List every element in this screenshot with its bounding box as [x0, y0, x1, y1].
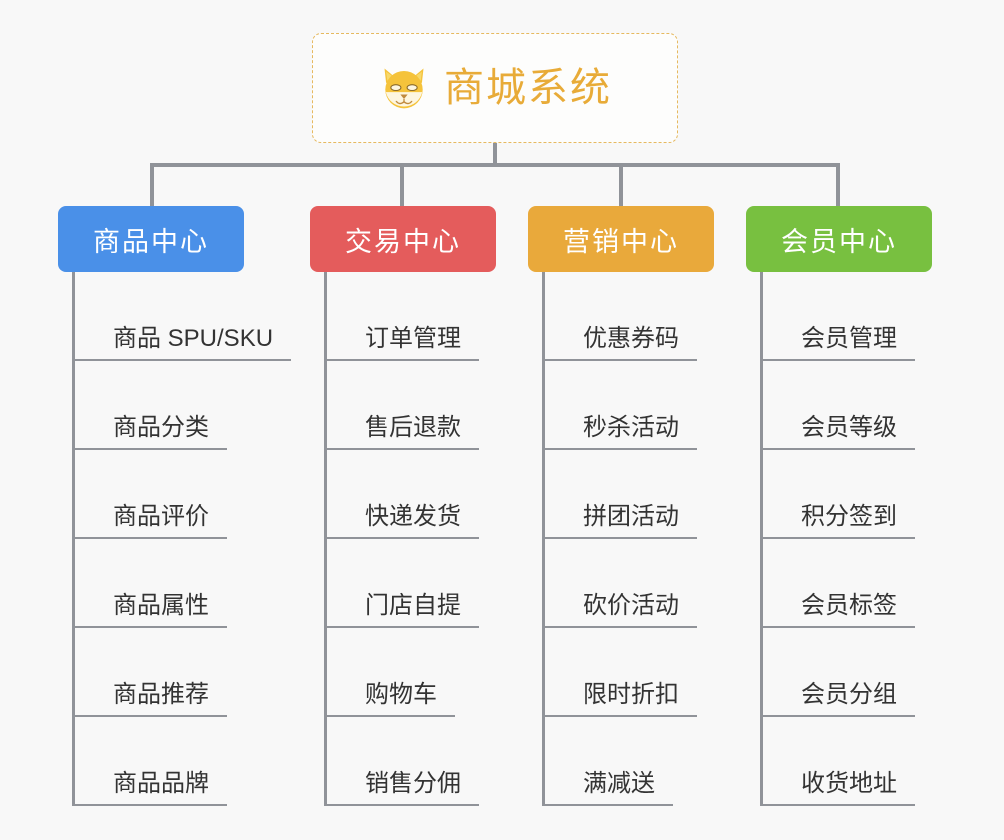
connector-root-stem — [493, 143, 497, 165]
sub-item[interactable]: 订单管理 — [327, 272, 526, 361]
sub-item[interactable]: 秒杀活动 — [545, 361, 744, 450]
sub-item[interactable]: 收货地址 — [763, 717, 962, 806]
sub-item-label: 收货地址 — [763, 770, 915, 806]
sub-item-label: 商品推荐 — [75, 681, 227, 717]
sub-item[interactable]: 商品 SPU/SKU — [75, 272, 292, 361]
sub-item[interactable]: 商品品牌 — [75, 717, 288, 806]
sub-item[interactable]: 售后退款 — [327, 361, 526, 450]
sub-item-label: 商品属性 — [75, 592, 227, 628]
sub-item-label: 拼团活动 — [545, 503, 697, 539]
sub-item[interactable]: 限时折扣 — [545, 628, 744, 717]
category-column-member: 会员中心 会员管理 会员等级 积分签到 会员标签 会员分组 收货地址 — [746, 206, 962, 806]
connector-drop-3 — [619, 163, 623, 206]
category-column-product: 商品中心 商品 SPU/SKU 商品分类 商品评价 商品属性 商品推荐 商品品牌 — [58, 206, 292, 806]
sub-item-label: 售后退款 — [327, 414, 479, 450]
sub-item[interactable]: 商品推荐 — [75, 628, 288, 717]
category-column-marketing: 营销中心 优惠券码 秒杀活动 拼团活动 砍价活动 限时折扣 满减送 — [528, 206, 744, 806]
sub-item-label: 订单管理 — [327, 325, 479, 361]
sub-item-list-trade: 订单管理 售后退款 快递发货 门店自提 购物车 销售分佣 — [324, 272, 526, 806]
category-header-label: 会员中心 — [781, 226, 897, 257]
connector-drop-2 — [400, 163, 404, 206]
sub-item[interactable]: 商品分类 — [75, 361, 288, 450]
sub-item-label: 会员标签 — [763, 592, 915, 628]
category-header-trade[interactable]: 交易中心 — [310, 206, 496, 272]
sub-item[interactable]: 会员标签 — [763, 539, 962, 628]
category-header-marketing[interactable]: 营销中心 — [528, 206, 714, 272]
category-header-label: 交易中心 — [345, 226, 461, 257]
sub-item[interactable]: 砍价活动 — [545, 539, 744, 628]
sub-item-label: 门店自提 — [327, 592, 479, 628]
sub-item[interactable]: 满减送 — [545, 717, 744, 806]
sub-item[interactable]: 会员等级 — [763, 361, 962, 450]
sub-item-label: 砍价活动 — [545, 592, 697, 628]
sub-item-label: 购物车 — [327, 681, 455, 717]
sub-item[interactable]: 拼团活动 — [545, 450, 744, 539]
sub-item-label: 会员分组 — [763, 681, 915, 717]
shiba-dog-icon — [384, 68, 424, 109]
connector-horizontal-bus — [150, 163, 840, 167]
sub-item-label: 优惠券码 — [545, 325, 697, 361]
sub-item-label: 商品品牌 — [75, 770, 227, 806]
sub-item-label: 商品评价 — [75, 503, 227, 539]
sub-item[interactable]: 会员管理 — [763, 272, 962, 361]
root-title: 商城系统 — [444, 66, 612, 110]
sub-item[interactable]: 积分签到 — [763, 450, 962, 539]
root-node[interactable]: 商城系统 — [312, 33, 678, 143]
connector-drop-1 — [150, 163, 154, 206]
sub-item-label: 积分签到 — [763, 503, 915, 539]
sub-item-list-product: 商品 SPU/SKU 商品分类 商品评价 商品属性 商品推荐 商品品牌 — [72, 272, 292, 806]
sub-item-list-marketing: 优惠券码 秒杀活动 拼团活动 砍价活动 限时折扣 满减送 — [542, 272, 744, 806]
category-header-product[interactable]: 商品中心 — [58, 206, 244, 272]
sub-item-label: 会员管理 — [763, 325, 915, 361]
sub-item[interactable]: 快递发货 — [327, 450, 526, 539]
connector-drop-4 — [836, 163, 840, 206]
sub-item-label: 满减送 — [545, 770, 673, 806]
sub-item-label: 会员等级 — [763, 414, 915, 450]
category-header-member[interactable]: 会员中心 — [746, 206, 932, 272]
sub-item[interactable]: 商品评价 — [75, 450, 288, 539]
sub-item-label: 秒杀活动 — [545, 414, 697, 450]
sub-item-label: 快递发货 — [327, 503, 479, 539]
sub-item[interactable]: 商品属性 — [75, 539, 288, 628]
category-header-label: 商品中心 — [93, 226, 209, 257]
sub-item[interactable]: 销售分佣 — [327, 717, 526, 806]
sub-item-label: 限时折扣 — [545, 681, 697, 717]
sub-item-label: 商品 SPU/SKU — [75, 325, 292, 361]
sub-item-label: 商品分类 — [75, 414, 227, 450]
sub-item[interactable]: 会员分组 — [763, 628, 962, 717]
category-column-trade: 交易中心 订单管理 售后退款 快递发货 门店自提 购物车 销售分佣 — [310, 206, 526, 806]
sub-item[interactable]: 门店自提 — [327, 539, 526, 628]
sub-item-list-member: 会员管理 会员等级 积分签到 会员标签 会员分组 收货地址 — [760, 272, 962, 806]
sub-item[interactable]: 优惠券码 — [545, 272, 744, 361]
sub-item[interactable]: 购物车 — [327, 628, 526, 717]
sub-item-label: 销售分佣 — [327, 770, 479, 806]
category-header-label: 营销中心 — [563, 226, 679, 257]
